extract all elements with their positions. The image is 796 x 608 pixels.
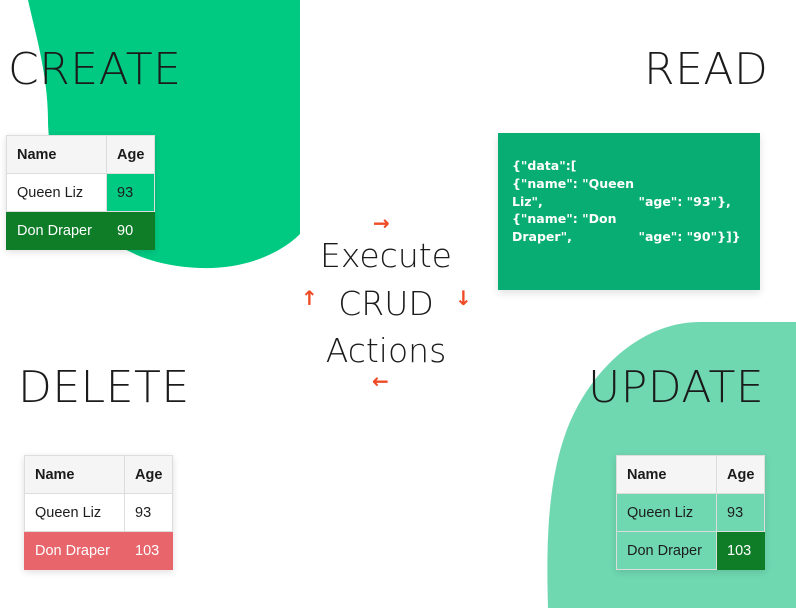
read-json-panel: {"data":[ {"name": "Queen Liz", {"name":… — [498, 133, 760, 290]
cell-name: Queen Liz — [616, 493, 717, 532]
arrow-down-icon: ↓ — [455, 286, 472, 310]
json-left-column: {"data":[ {"name": "Queen Liz", {"name":… — [512, 157, 638, 272]
section-heading-create: CREATE — [8, 44, 182, 95]
table-row-added: Don Draper 90 — [6, 211, 156, 250]
section-heading-delete: DELETE — [18, 362, 190, 413]
table-row: Queen Liz 93 — [6, 173, 156, 212]
table-row: Queen Liz 93 — [24, 493, 174, 532]
update-table: Name Age Queen Liz 93 Don Draper 103 — [616, 455, 766, 570]
column-header-name: Name — [6, 135, 107, 174]
delete-table: Name Age Queen Liz 93 Don Draper 103 — [24, 455, 174, 570]
center-label-line3: Actions — [325, 331, 447, 371]
json-line: "age": "90"}]} — [638, 229, 741, 244]
cell-age: 90 — [105, 211, 156, 250]
center-label: Execute CRUD Actions — [300, 232, 472, 375]
table-row-changed: Don Draper 103 — [616, 531, 766, 570]
cell-name: Queen Liz — [6, 173, 107, 212]
json-line: {"name": "Don Draper", — [512, 211, 621, 244]
column-header-age: Age — [715, 455, 766, 494]
section-heading-read: READ — [644, 44, 769, 95]
cell-age: 93 — [715, 493, 766, 532]
table-header-row: Name Age — [6, 135, 156, 174]
section-heading-update: UPDATE — [588, 362, 765, 413]
arrow-right-icon: → — [373, 211, 390, 235]
table-row: Queen Liz 93 — [616, 493, 766, 532]
json-right-column: "age": "93"}, "age": "90"}]} — [638, 157, 746, 272]
center-label-line2: CRUD — [338, 283, 434, 323]
arrow-left-icon: ← — [372, 369, 389, 393]
cell-age: 103 — [123, 531, 174, 570]
column-header-age: Age — [123, 455, 174, 494]
cell-age: 93 — [123, 493, 174, 532]
cell-name: Queen Liz — [24, 493, 125, 532]
table-header-row: Name Age — [24, 455, 174, 494]
json-line: {"data":[ — [512, 158, 577, 173]
json-line: {"name": "Queen Liz", — [512, 175, 639, 209]
cell-name: Don Draper — [24, 531, 125, 570]
cell-name: Don Draper — [616, 531, 717, 570]
json-line: "age": "93"}, — [638, 193, 731, 209]
center-label-line1: Execute — [320, 236, 452, 275]
column-header-name: Name — [616, 455, 717, 494]
column-header-name: Name — [24, 455, 125, 494]
cell-age: 93 — [105, 173, 156, 212]
table-header-row: Name Age — [616, 455, 766, 494]
cell-age-changed: 103 — [715, 531, 766, 570]
cell-name: Don Draper — [6, 211, 107, 250]
arrow-up-icon: ↑ — [301, 286, 318, 310]
table-row-removed: Don Draper 103 — [24, 531, 174, 570]
column-header-age: Age — [105, 135, 156, 174]
create-table: Name Age Queen Liz 93 Don Draper 90 — [6, 135, 156, 250]
